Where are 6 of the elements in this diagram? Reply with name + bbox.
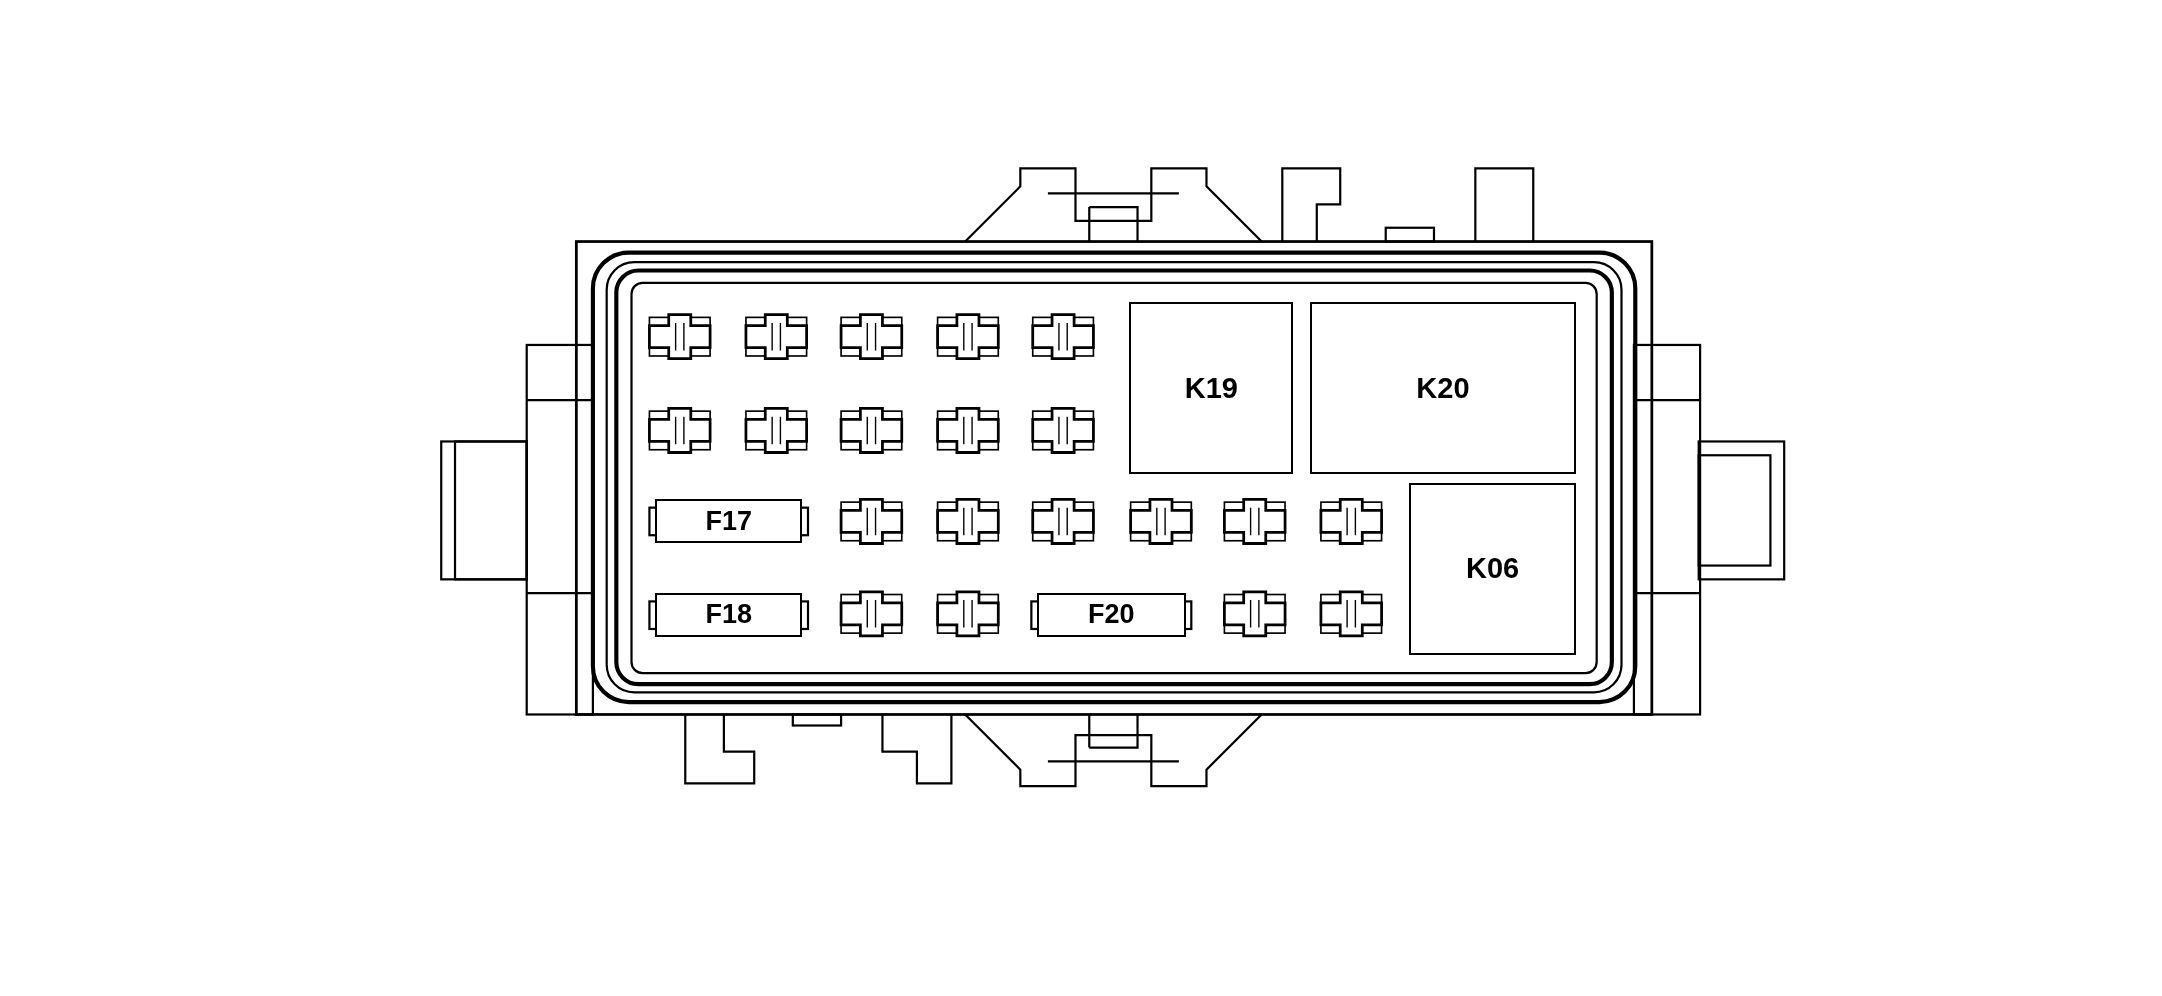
- relay: K20: [1309, 301, 1576, 475]
- relay: K06: [1409, 482, 1576, 655]
- relay: K19: [1129, 301, 1294, 475]
- fuse: F20: [1036, 592, 1186, 637]
- fuse: F17: [654, 499, 803, 544]
- fuse: F18: [654, 592, 803, 637]
